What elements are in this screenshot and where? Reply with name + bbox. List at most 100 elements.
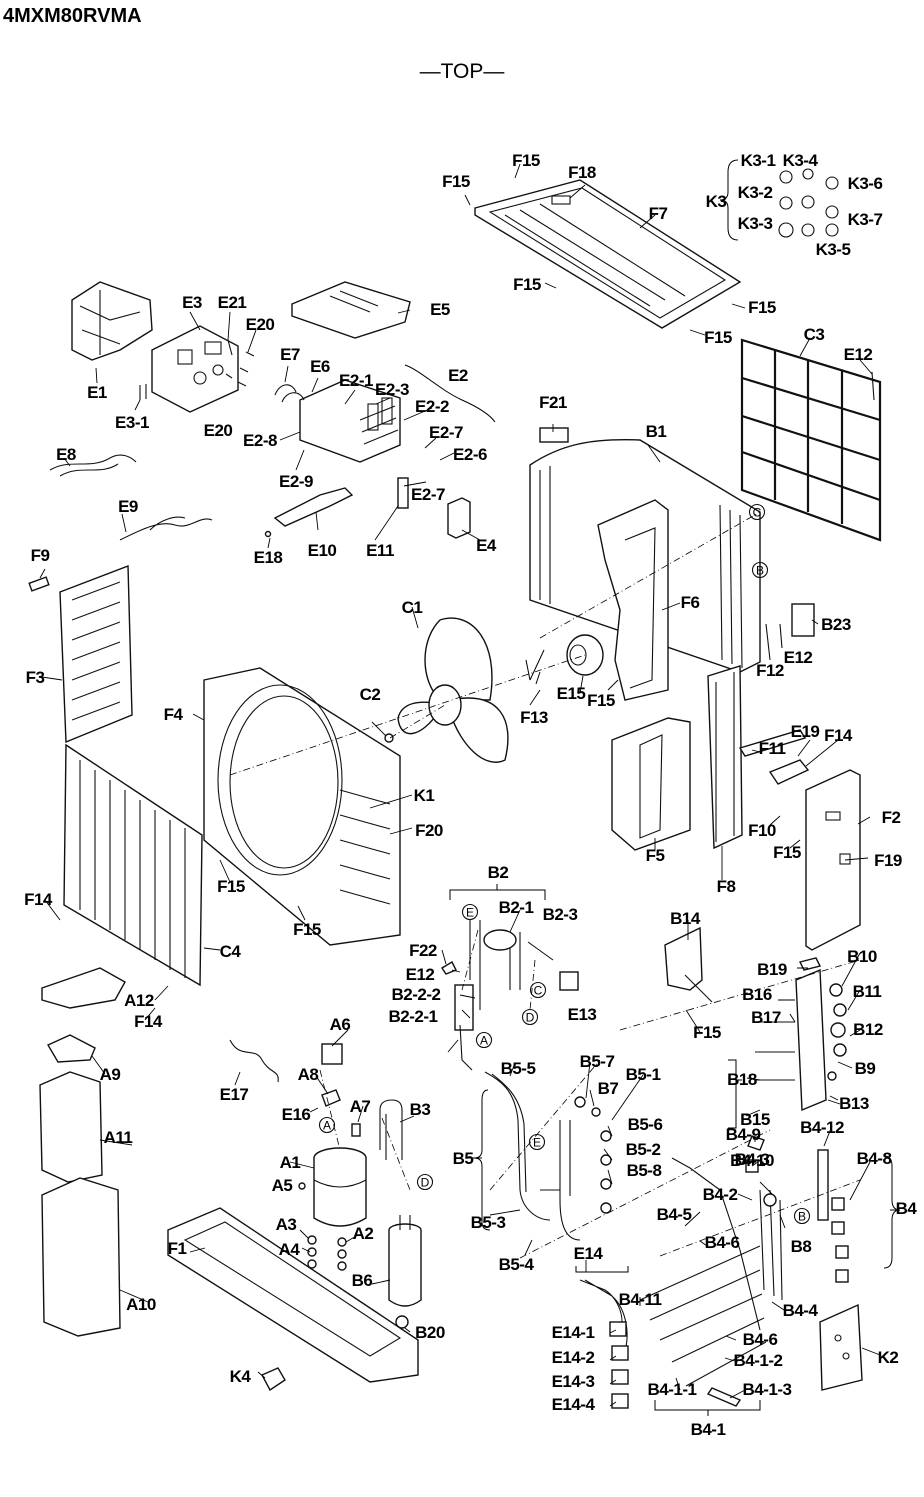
f12-e12-thermistors — [765, 623, 783, 661]
part-label-e2-2: E2-2 — [415, 397, 449, 416]
part-label-b14: B14 — [670, 909, 701, 928]
part-label-e14-1: E14-1 — [552, 1323, 595, 1342]
part-label-b6: B6 — [352, 1271, 373, 1290]
c1-propeller-fan — [397, 617, 509, 763]
b5-5-pipe — [484, 1071, 551, 1221]
circle-ref-b-upper: B — [751, 561, 769, 579]
part-label-f15d: F15 — [748, 298, 776, 317]
b2-group-bracket — [449, 884, 546, 900]
svg-text:A: A — [480, 1034, 488, 1048]
part-label-e4: E4 — [476, 536, 497, 555]
b4-5-pipe — [671, 1157, 761, 1331]
part-label-e21: E21 — [218, 293, 247, 312]
svg-text:D: D — [421, 1176, 430, 1190]
part-label-e14-3: E14-3 — [552, 1372, 595, 1391]
b6-accumulator — [388, 1215, 422, 1307]
part-label-b5-4: B5-4 — [499, 1255, 535, 1274]
a11-insulation — [39, 1071, 103, 1183]
circle-ref-c-lower: C — [529, 981, 547, 999]
e4-connector-block — [447, 497, 471, 539]
part-label-e12b: E12 — [784, 648, 813, 667]
part-label-a5: A5 — [272, 1176, 293, 1195]
part-label-b3: B3 — [410, 1100, 431, 1119]
part-label-e15: E15 — [557, 684, 586, 703]
part-label-a2: A2 — [353, 1224, 374, 1243]
circle-ref-d-upper: D — [521, 1008, 539, 1026]
part-label-e20: E20 — [246, 315, 275, 334]
svg-text:A: A — [323, 1119, 331, 1133]
part-label-e16: E16 — [282, 1105, 311, 1124]
part-label-e2-8: E2-8 — [243, 431, 277, 450]
e11-terminal-strip — [397, 477, 409, 509]
part-label-f12: F12 — [756, 661, 784, 680]
part-label-e11: E11 — [366, 541, 394, 560]
part-label-a9: A9 — [100, 1065, 121, 1084]
part-label-f20: F20 — [415, 821, 443, 840]
e18-screw — [264, 530, 272, 538]
k3-brace — [719, 159, 739, 241]
k3-service-parts — [778, 168, 839, 238]
part-label-a10: A10 — [126, 1295, 156, 1314]
part-label-f2: F2 — [882, 808, 901, 827]
part-label-b17: B17 — [751, 1008, 781, 1027]
part-label-f22: F22 — [409, 941, 437, 960]
b2-2-pipe — [459, 1024, 473, 1071]
part-label-b5: B5 — [453, 1149, 474, 1168]
b2-four-way-valve — [454, 920, 521, 1031]
e12-thermistor — [871, 371, 875, 401]
e20-screws — [225, 339, 255, 387]
b5-brace — [473, 1089, 491, 1231]
part-label-e2-6: E2-6 — [453, 445, 487, 464]
part-label-b19: B19 — [757, 960, 787, 979]
part-label-f15i: F15 — [293, 920, 321, 939]
part-label-e5: E5 — [430, 300, 450, 319]
part-label-b4-6b: B4-6 — [743, 1330, 778, 1349]
part-label-e14: E14 — [574, 1244, 604, 1263]
b20-part — [395, 1315, 409, 1329]
part-label-a6: A6 — [330, 1015, 351, 1034]
part-label-f15b: F15 — [442, 172, 470, 191]
part-label-e2-7: E2-7 — [429, 423, 463, 442]
part-label-f5: F5 — [646, 846, 665, 865]
f22-clip — [441, 961, 457, 975]
part-label-f9: F9 — [31, 546, 50, 565]
a8-bracket — [321, 1089, 341, 1107]
part-label-e2-9: E2-9 — [279, 472, 313, 491]
b4-1-bracket — [654, 1400, 761, 1416]
e13-coil — [559, 971, 579, 991]
part-label-k3-1: K3-1 — [741, 151, 776, 170]
f3-side-grille — [59, 564, 133, 744]
svg-text:E: E — [466, 906, 474, 920]
part-label-e9: E9 — [118, 497, 138, 516]
part-label-e10: E10 — [308, 541, 337, 560]
part-label-b2: B2 — [488, 863, 509, 882]
part-label-f4: F4 — [164, 705, 184, 724]
part-label-f1: F1 — [168, 1239, 187, 1258]
part-label-e3: E3 — [182, 293, 202, 312]
part-label-a8: A8 — [298, 1065, 319, 1084]
svg-text:C: C — [534, 984, 543, 998]
part-label-b12: B12 — [853, 1020, 883, 1039]
part-label-b13: B13 — [839, 1094, 869, 1113]
part-label-b4-12: B4-12 — [800, 1118, 844, 1137]
b23-part — [791, 603, 815, 637]
part-label-b5-7: B5-7 — [580, 1052, 615, 1071]
f5-partition — [611, 717, 691, 851]
svg-text:D: D — [526, 1011, 535, 1025]
part-label-b18: B18 — [727, 1070, 757, 1089]
b4-8-clamps — [831, 1197, 849, 1283]
e7-e6-clamps — [274, 384, 305, 403]
part-label-e14-4: E14-4 — [552, 1395, 596, 1414]
part-label-f14: F14 — [824, 726, 853, 745]
part-label-e2-3: E2-3 — [375, 380, 409, 399]
part-label-f15j: F15 — [693, 1023, 721, 1042]
f11-bar — [738, 729, 807, 757]
f7-top-panel — [474, 179, 742, 329]
part-label-a1: A1 — [280, 1153, 301, 1172]
part-label-k3-6: K3-6 — [848, 174, 883, 193]
part-label-b1: B1 — [646, 422, 667, 441]
part-label-b16: B16 — [742, 985, 772, 1004]
part-label-b7: B7 — [598, 1079, 619, 1098]
part-label-f6: F6 — [681, 593, 700, 612]
part-label-e12: E12 — [844, 345, 873, 364]
